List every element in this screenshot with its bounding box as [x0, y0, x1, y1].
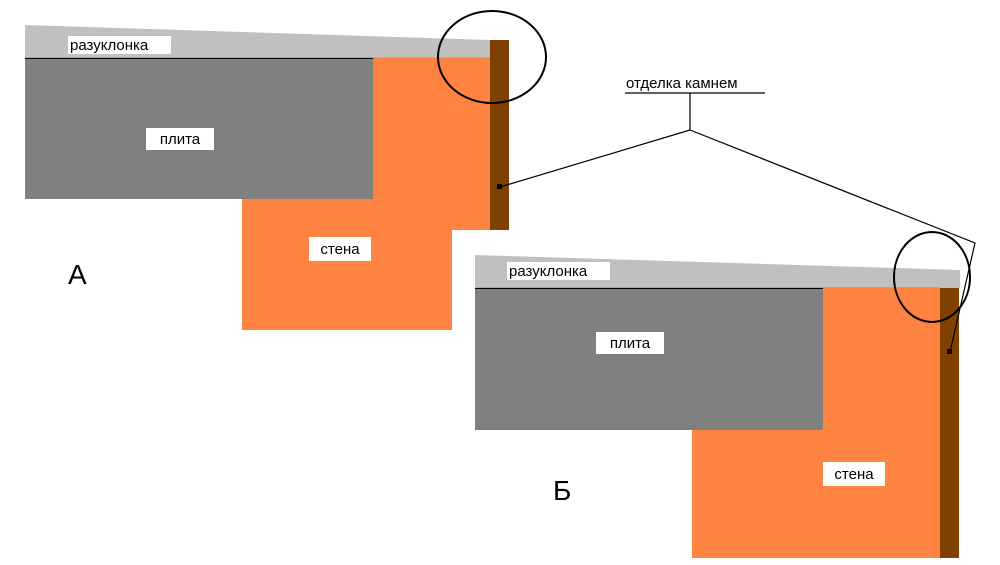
variant-b: разуклонка плита стена Б	[475, 231, 971, 558]
stone-cladding-callout: отделка камнем	[497, 75, 976, 354]
callout-point-b	[947, 349, 952, 354]
variant-a: разуклонка плита стена А	[25, 10, 547, 330]
variant-b-slab-label: плита	[610, 335, 651, 352]
variant-a-wall-label-bg	[309, 237, 371, 261]
variant-b-wall	[692, 288, 940, 558]
variant-a-slope-label-bg	[68, 36, 171, 54]
variant-b-slab-label-bg	[596, 332, 664, 354]
variant-a-slab-label: плита	[160, 131, 201, 148]
variant-a-wall	[242, 58, 490, 330]
callout-label: отделка камнем	[626, 75, 738, 92]
variant-b-slope-label: разуклонка	[509, 263, 588, 280]
variant-b-slope-label-bg	[507, 262, 610, 280]
variant-b-wall-label: стена	[834, 466, 874, 483]
variant-a-letter: А	[68, 259, 87, 290]
variant-b-letter: Б	[553, 475, 571, 506]
variant-a-slope-label: разуклонка	[70, 37, 149, 54]
variant-a-wall-label: стена	[320, 241, 360, 258]
variant-a-stone-cladding	[490, 40, 509, 230]
variant-b-stone-cladding	[940, 288, 959, 558]
variant-b-wall-label-bg	[823, 462, 885, 486]
variant-a-slab-label-bg	[146, 128, 214, 150]
callout-point-a	[497, 184, 502, 189]
callout-leader-to-b	[689, 129, 976, 353]
variant-b-detail-circle	[893, 231, 971, 323]
variant-b-slab	[475, 289, 823, 430]
variant-a-detail-circle	[437, 10, 547, 104]
callout-leader-to-a	[499, 129, 691, 188]
